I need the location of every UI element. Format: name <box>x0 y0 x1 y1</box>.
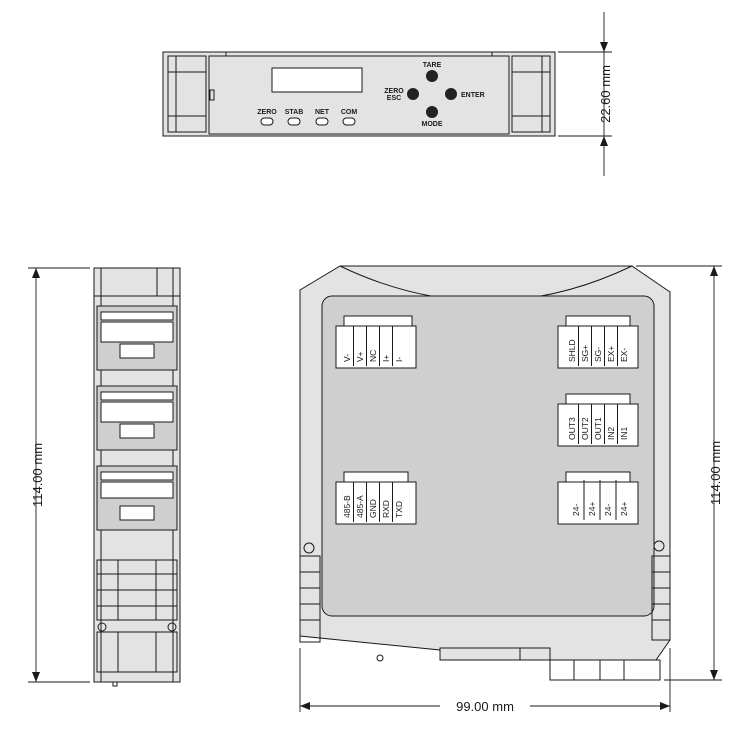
tare-button <box>426 70 438 82</box>
terminal-io-label: IN1 <box>619 427 629 441</box>
terminal-serial-label: RXD <box>381 500 391 518</box>
terminal-sensor-label: SG+ <box>580 345 590 362</box>
zero-esc-button <box>407 88 419 100</box>
terminal-serial-label: 485-A <box>355 495 365 518</box>
indicator-label-stab: STAB <box>285 109 304 116</box>
button-label-mode: MODE <box>422 121 443 128</box>
indicator-label-zero: ZERO <box>257 109 277 116</box>
terminal-io-label: OUT3 <box>567 417 577 440</box>
terminal-sensor-label: SHLD <box>567 339 577 362</box>
terminal-supply-label: 24+ <box>619 502 629 516</box>
terminal-io-label: IN2 <box>606 427 616 441</box>
terminal-serial-label: 485-B <box>342 495 352 518</box>
led-com <box>342 117 356 126</box>
terminal-supply-label: 24- <box>603 504 613 516</box>
terminal-io-label: OUT2 <box>580 417 590 440</box>
button-label-zero: ZERO <box>384 88 404 95</box>
front-view: ZERO STAB NET COM TARE ZERO ESC ENTER MO… <box>162 51 556 137</box>
lcd-display <box>271 67 363 93</box>
led-zero <box>260 117 274 126</box>
terminal-power-label: I+ <box>381 355 391 362</box>
dimension-label-top-height: 114.00 mm <box>708 441 723 505</box>
dimension-front-height: 22.60 mm <box>558 12 613 176</box>
dimension-label-front-height: 22.60 mm <box>598 65 613 123</box>
dimension-label-side-height: 114.00 mm <box>30 443 45 507</box>
button-label-esc: ESC <box>387 95 401 102</box>
dimension-top-height: 114.00 mm <box>636 265 723 681</box>
terminal-sensor-label: SG- <box>593 347 603 362</box>
terminal-serial-label: TXD <box>394 501 404 518</box>
led-stab <box>287 117 301 126</box>
terminal-sensor-label: EX+ <box>606 346 616 362</box>
terminal-block-supply: 24- 24+ 24- 24+ <box>571 480 629 520</box>
indicator-label-net: NET <box>315 109 330 116</box>
terminal-power-label: NC <box>368 350 378 362</box>
enter-button <box>445 88 457 100</box>
terminal-supply-label: 24+ <box>587 502 597 516</box>
indicator-label-com: COM <box>341 109 358 116</box>
terminal-io-label: OUT1 <box>593 417 603 440</box>
terminal-power-label: V+ <box>355 351 365 362</box>
terminal-supply-label: 24- <box>571 504 581 516</box>
dimension-label-width: 99.00 mm <box>456 699 514 714</box>
led-net <box>315 117 329 126</box>
dimension-side-height: 114.00 mm <box>28 267 90 683</box>
terminal-serial-label: GND <box>368 499 378 518</box>
button-label-enter: ENTER <box>461 92 485 99</box>
terminal-sensor-label: EX- <box>619 348 629 362</box>
mode-button <box>426 106 438 118</box>
terminal-power-label: I- <box>394 357 404 362</box>
button-label-tare: TARE <box>423 62 442 69</box>
dimension-width: 99.00 mm <box>299 648 671 714</box>
side-view <box>93 267 181 687</box>
terminal-power-label: V- <box>342 354 352 362</box>
